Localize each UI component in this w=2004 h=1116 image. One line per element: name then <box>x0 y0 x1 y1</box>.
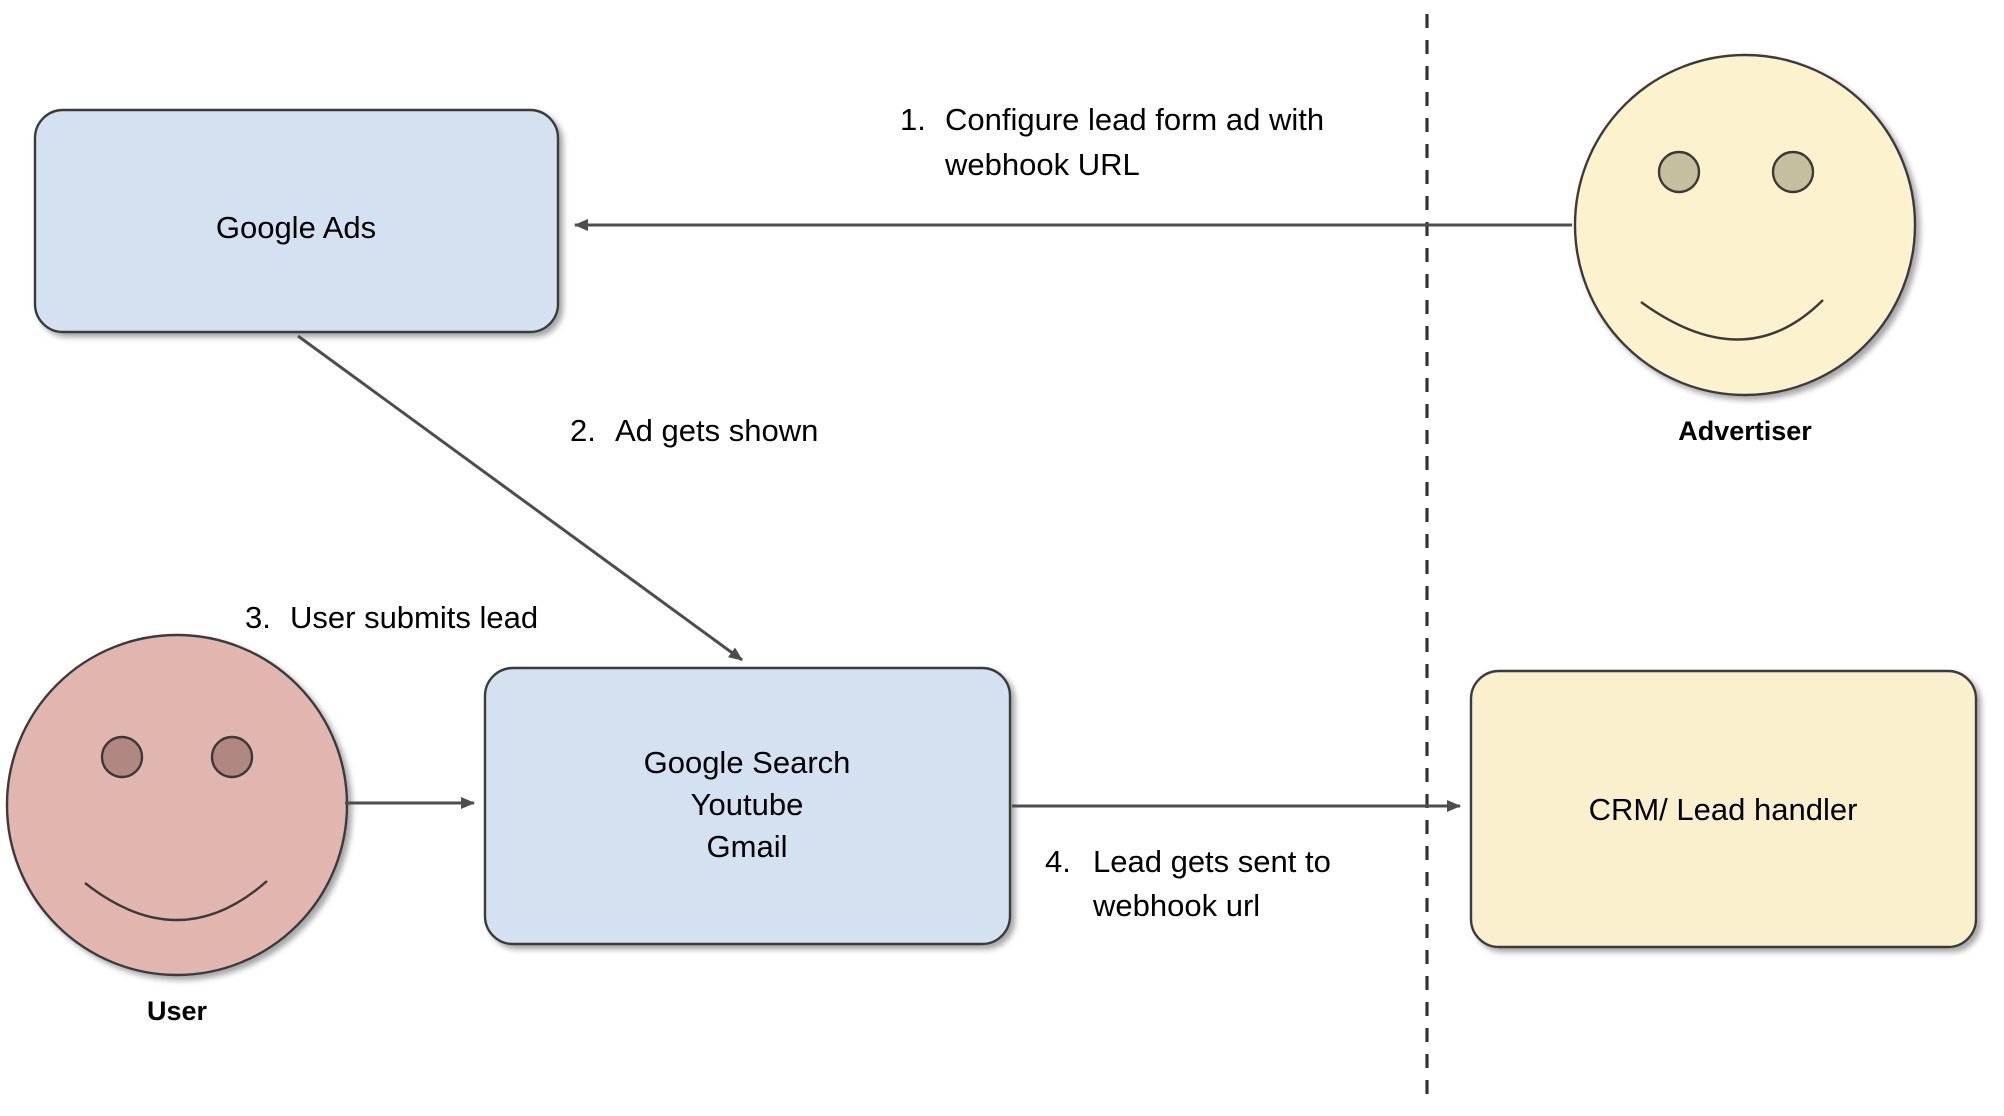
google-surfaces-label-line-2: Youtube <box>691 787 804 822</box>
crm-lead-handler-label: CRM/ Lead handler <box>1589 792 1858 827</box>
edge-3-label-line-1: User submits lead <box>290 600 538 635</box>
google-ads-label: Google Ads <box>216 210 376 245</box>
edge-3-number: 3. <box>245 600 271 635</box>
edge-1-label-line-1: Configure lead form ad with <box>945 102 1324 137</box>
node-user[interactable]: User <box>5 633 349 1026</box>
advertiser-smile-icon <box>1640 299 1824 341</box>
google-surfaces-label-line-3: Gmail <box>707 829 788 864</box>
edge-4-label-line-2: webhook url <box>1092 888 1260 923</box>
advertiser-label: Advertiser <box>1678 416 1812 446</box>
user-left-eye-icon <box>100 735 144 779</box>
edge-2-label-line-1: Ad gets shown <box>615 413 818 448</box>
edge-user-submits-lead: 3. User submits lead <box>245 600 538 809</box>
google-surfaces-box[interactable] <box>483 666 1012 946</box>
user-face-icon[interactable] <box>5 633 349 977</box>
edge-2-number: 2. <box>570 413 596 448</box>
edge-configure-lead-form: 1. Configure lead form ad with webhook U… <box>574 102 1572 231</box>
node-google-ads[interactable]: Google Ads <box>33 108 560 334</box>
user-right-eye-icon <box>210 735 254 779</box>
edge-2-arrow <box>297 334 743 662</box>
edge-1-number: 1. <box>900 102 926 137</box>
google-surfaces-label-line-1: Google Search <box>644 745 851 780</box>
google-ads-box[interactable] <box>33 108 560 334</box>
node-crm-lead-handler[interactable]: CRM/ Lead handler <box>1469 669 1978 949</box>
user-label: User <box>147 996 208 1026</box>
edge-4-label-line-1: Lead gets sent to <box>1093 844 1331 879</box>
node-advertiser[interactable]: Advertiser <box>1573 53 1917 446</box>
crm-lead-handler-box[interactable] <box>1469 669 1978 949</box>
advertiser-face-icon[interactable] <box>1573 53 1917 397</box>
edge-ad-gets-shown: 2. Ad gets shown <box>297 334 818 662</box>
edge-lead-sent-to-webhook: 4. Lead gets sent to webhook url <box>1012 800 1461 923</box>
edge-1-label-line-2: webhook URL <box>944 147 1140 182</box>
edge-4-number: 4. <box>1045 844 1071 879</box>
advertiser-left-eye-icon <box>1657 150 1701 194</box>
advertiser-right-eye-icon <box>1771 150 1815 194</box>
node-google-surfaces[interactable]: Google Search Youtube Gmail <box>483 666 1012 946</box>
user-smile-icon <box>84 880 268 922</box>
